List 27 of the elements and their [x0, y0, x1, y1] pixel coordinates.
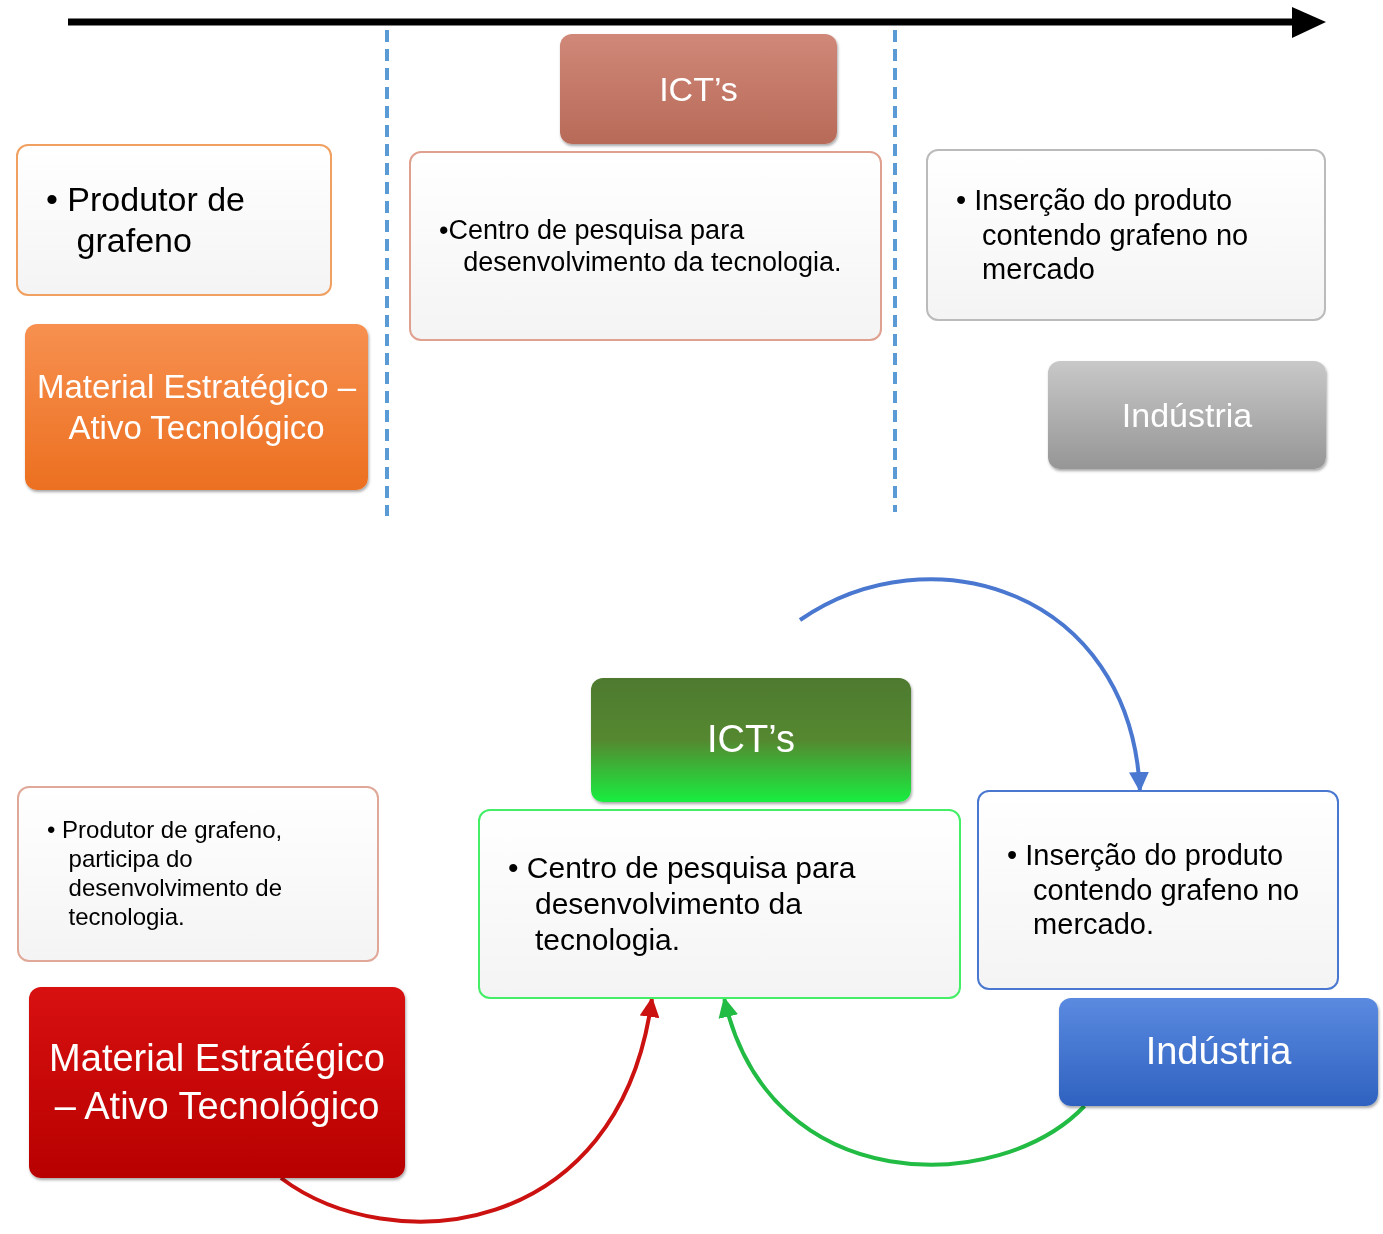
text-box — [16, 144, 332, 296]
bullet-text: • Inserção do produto contendo grafeno no mercado — [956, 182, 1250, 288]
box-title: Material Estratégico – Ativo Tecnológico — [35, 366, 358, 448]
bullet-text: •Centro de pesquisa para desenvolvimento da tecnologia. — [439, 213, 843, 279]
label-box — [29, 987, 405, 1178]
box-title: ICT’s — [707, 717, 795, 763]
label-box — [560, 34, 837, 144]
label-box — [591, 678, 911, 802]
curved-arrow — [720, 997, 1086, 1167]
label-box — [1059, 998, 1378, 1106]
bullet-text: • Inserção do produto contendo grafeno no mercado. — [1007, 837, 1301, 943]
curved-arrow — [279, 997, 658, 1224]
bullet-text: • Produtor de grafeno — [46, 179, 247, 261]
box-title: ICT’s — [659, 68, 738, 110]
box-title: Material Estratégico – Ativo Tecnológico — [48, 1036, 386, 1129]
label-box — [25, 324, 368, 490]
bullet-text: • Centro de pesquisa para desenvolvimento da tecnologia. — [508, 850, 857, 958]
text-box — [17, 786, 379, 962]
box-title: Indústria — [1121, 394, 1253, 436]
text-box — [409, 151, 882, 341]
text-box — [478, 809, 961, 999]
bullet-text: • Produtor de grafeno, participa do desenvolvimento de tecnologia. — [47, 816, 284, 932]
box-title: Indústria — [1145, 1029, 1292, 1075]
text-box — [977, 790, 1339, 990]
text-box — [926, 149, 1326, 321]
label-box — [1048, 361, 1326, 469]
curved-arrow — [799, 577, 1148, 792]
